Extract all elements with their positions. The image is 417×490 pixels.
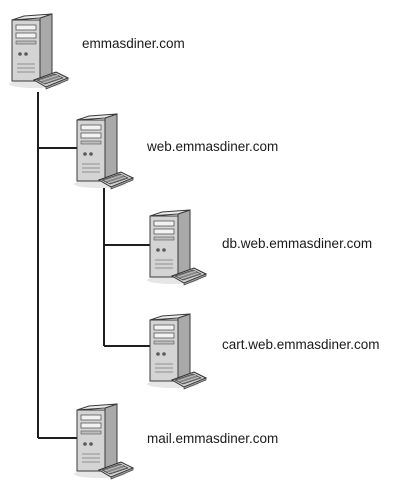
connector-lines — [37, 92, 153, 439]
host-node-cart: cart.web.emmasdiner.com — [146, 313, 380, 390]
host-node-emmasdiner: emmasdiner.com — [8, 13, 185, 90]
server-icon — [73, 113, 134, 190]
host-node-web: web.emmasdiner.com — [73, 113, 278, 190]
server-icon — [146, 209, 207, 286]
host-label-cart: cart.web.emmasdiner.com — [222, 337, 380, 352]
host-label-emmasdiner: emmasdiner.com — [82, 36, 185, 51]
host-node-mail: mail.emmasdiner.com — [73, 403, 278, 480]
server-icon — [146, 313, 207, 390]
host-label-mail: mail.emmasdiner.com — [147, 431, 278, 446]
server-icon — [8, 13, 69, 90]
server-icon — [73, 403, 134, 480]
host-label-web: web.emmasdiner.com — [146, 139, 278, 154]
host-node-db: db.web.emmasdiner.com — [146, 209, 372, 286]
host-label-db: db.web.emmasdiner.com — [222, 236, 372, 251]
